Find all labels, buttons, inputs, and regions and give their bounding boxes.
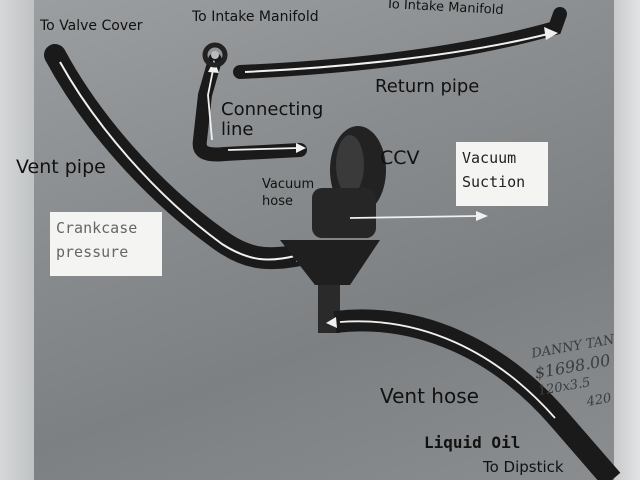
ccv-diaphragm-face [336, 135, 364, 195]
label-connecting-line-2: line [221, 119, 254, 140]
label-to-valve-cover: To Valve Cover [40, 18, 143, 34]
label-liquid-oil: Liquid Oil [424, 433, 521, 452]
keyboard-edge-right [614, 0, 640, 480]
label-vent-pipe: Vent pipe [16, 156, 106, 178]
return-pipe-arrowhead [544, 27, 558, 40]
intake-fitting-hole [211, 51, 219, 59]
label-vent-hose: Vent hose [380, 384, 479, 408]
intake-fitting [202, 42, 228, 68]
label-to-intake-manifold-left: To Intake Manifold [192, 9, 319, 25]
callout-vacuum-suction: Vacuum Suction [456, 142, 548, 206]
connecting-line-arrow [207, 69, 214, 141]
vent-pipe-arrow [59, 61, 296, 261]
ccv-funnel [280, 240, 380, 285]
handwritten-note: DANNY TAN $1698.00 120x3.5 420 [530, 330, 626, 419]
callout-crankcase-pressure-line1: Crankcase [56, 219, 138, 237]
vent-hose-arrow [339, 320, 556, 419]
vent-hose [333, 309, 621, 480]
label-vacuum-hose-2: hose [262, 194, 293, 209]
callout-crankcase-pressure: Crankcase pressure [50, 212, 162, 276]
label-ccv: CCV [380, 147, 420, 169]
connecting-line-arrowhead-2 [296, 143, 306, 153]
ccv-body [312, 188, 376, 238]
label-connecting-line-1: Connecting [221, 99, 324, 120]
keyboard-edge-left [0, 0, 34, 480]
callout-vacuum-suction-line1: Vacuum [462, 149, 517, 167]
connecting-line-arrow-2 [227, 147, 299, 151]
vacuum-suction-arrow [349, 215, 479, 219]
return-pipe-arrow [244, 33, 549, 73]
callout-vacuum-suction-line2: Suction [462, 173, 526, 191]
connecting-line [192, 53, 307, 162]
label-vacuum-hose-1: Vacuum [262, 177, 315, 192]
vacuum-suction-arrowhead [476, 211, 488, 221]
label-return-pipe: Return pipe [375, 76, 480, 97]
label-to-dipstick: To Dipstick [483, 458, 564, 476]
callout-crankcase-pressure-line2: pressure [56, 243, 129, 261]
vent-hose-arrowhead [326, 317, 337, 328]
